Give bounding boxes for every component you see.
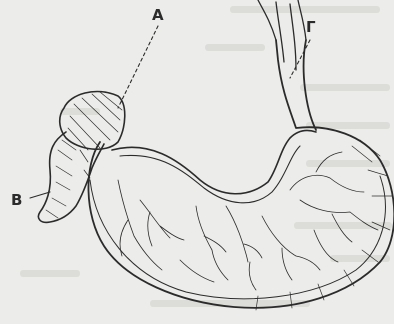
duodenum-tube <box>38 132 104 222</box>
stomach-body-outline <box>88 40 394 308</box>
leader-line-g <box>290 40 310 78</box>
duodenal-cap <box>60 92 125 150</box>
esophagus <box>258 0 306 70</box>
duodenum-hatching <box>46 140 90 218</box>
label-v: В <box>11 193 22 208</box>
label-g: Г <box>306 20 316 35</box>
blood-vessels <box>118 152 378 290</box>
leader-line-a <box>118 26 158 108</box>
label-a: А <box>152 8 164 23</box>
cap-hatching <box>68 92 122 150</box>
lesser-curvature <box>112 130 316 193</box>
